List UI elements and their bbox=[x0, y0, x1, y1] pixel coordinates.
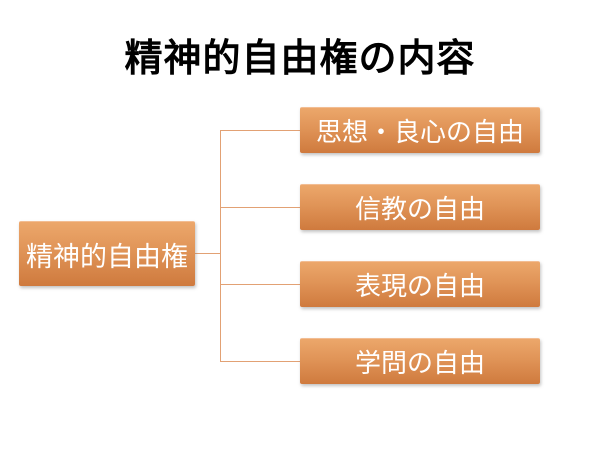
node-root: 精神的自由権 bbox=[19, 221, 195, 286]
node-child-label: 思想・良心の自由 bbox=[315, 117, 524, 147]
connector-root-horizontal bbox=[195, 253, 220, 254]
node-child-label: 表現の自由 bbox=[354, 271, 485, 301]
node-child-academic: 学問の自由 bbox=[300, 338, 540, 384]
connector-branch-2 bbox=[220, 207, 300, 208]
node-root-label: 精神的自由権 bbox=[26, 241, 188, 272]
node-child-religion: 信教の自由 bbox=[300, 184, 540, 230]
node-child-label: 学問の自由 bbox=[354, 348, 485, 378]
node-child-label: 信教の自由 bbox=[354, 194, 485, 224]
node-child-expression: 表現の自由 bbox=[300, 261, 540, 307]
connector-branch-4 bbox=[220, 361, 300, 362]
connector-trunk-vertical bbox=[220, 130, 221, 362]
connector-branch-1 bbox=[220, 130, 300, 131]
connector-branch-3 bbox=[220, 284, 300, 285]
node-child-thought-conscience: 思想・良心の自由 bbox=[300, 107, 540, 153]
slide-title: 精神的自由権の内容 bbox=[124, 38, 476, 80]
